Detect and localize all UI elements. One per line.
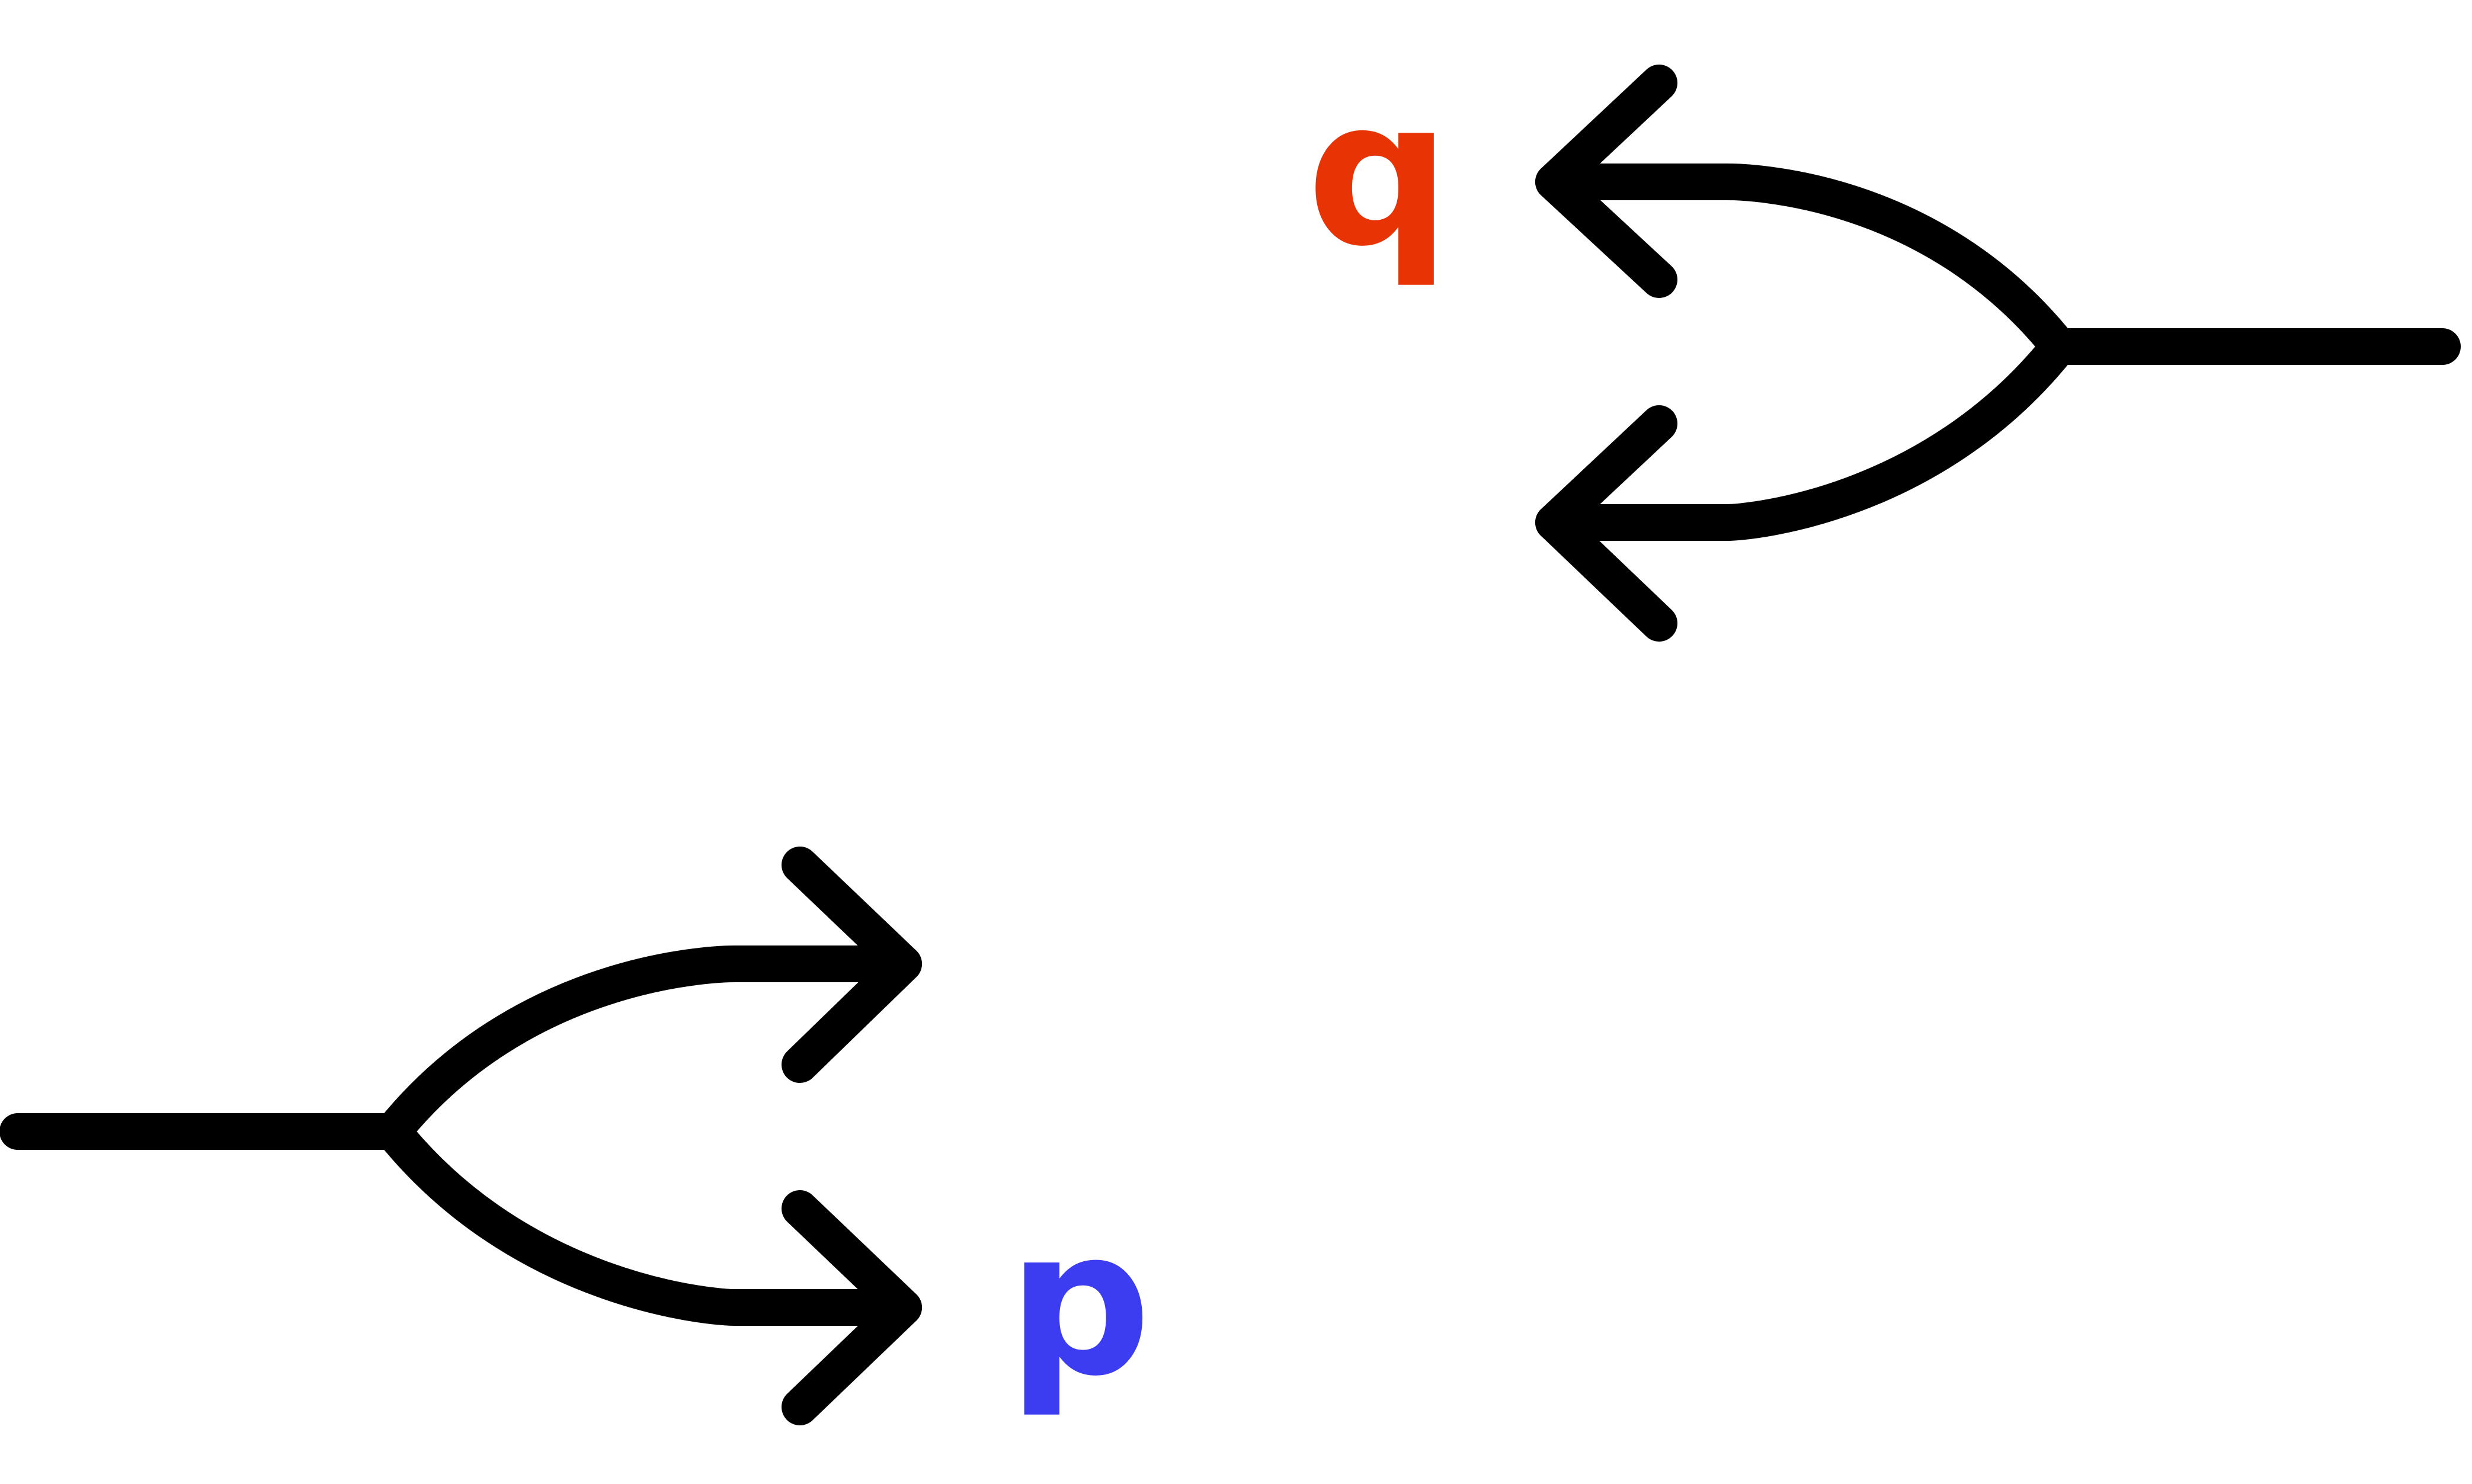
top-fork-lower-branch — [1535, 328, 2077, 541]
bottom-upper-arrowhead-icon — [782, 847, 922, 1083]
label-q: q — [1307, 56, 1450, 291]
label-p: p — [1007, 1186, 1151, 1421]
bottom-fork-lower-branch — [374, 1113, 922, 1326]
top-lower-arrowhead-icon — [1535, 405, 1677, 642]
top-upper-arrowhead-icon — [1535, 65, 1677, 298]
top-fork — [1535, 65, 2461, 642]
bottom-fork — [0, 847, 922, 1425]
bottom-lower-arrowhead-icon — [782, 1190, 922, 1425]
top-fork-upper-branch — [1535, 164, 2077, 365]
bottom-fork-upper-branch — [374, 945, 922, 1150]
